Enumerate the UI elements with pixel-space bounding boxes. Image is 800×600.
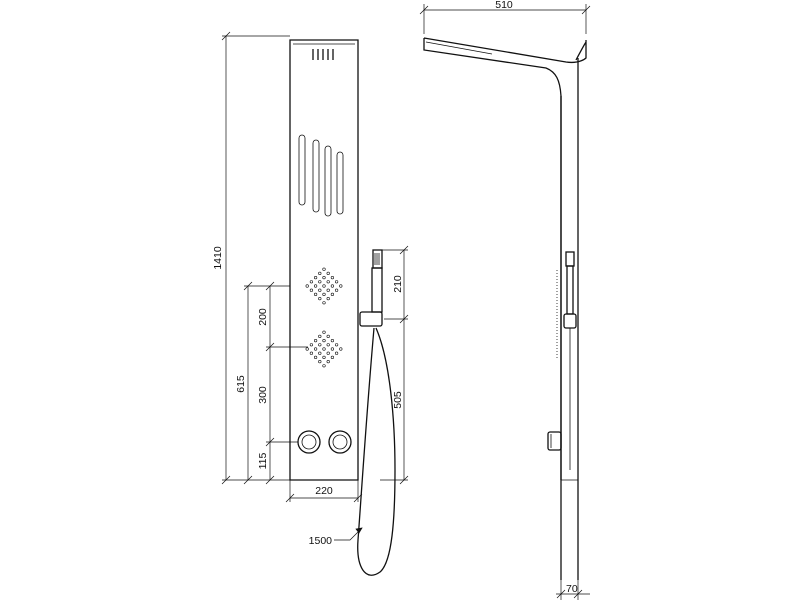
jet-nozzle-dot bbox=[326, 271, 330, 276]
jet-nozzle-dot bbox=[322, 355, 326, 360]
dim-300: 300 bbox=[257, 386, 269, 404]
dim-70: 70 bbox=[566, 583, 578, 595]
hand-shower-holder-icon bbox=[359, 249, 383, 327]
shower-hose bbox=[357, 327, 396, 576]
jet-nozzle-dot bbox=[339, 284, 343, 288]
jet-nozzle-dot bbox=[314, 276, 318, 280]
jet-nozzle-dot bbox=[335, 288, 339, 292]
dim-115: 115 bbox=[257, 452, 269, 469]
jet-nozzle-dot bbox=[330, 355, 335, 360]
side-view bbox=[423, 37, 587, 580]
jet-nozzle-dot bbox=[322, 292, 326, 297]
jet-nozzle-dot bbox=[326, 343, 330, 347]
body-jet-upper-icon bbox=[305, 267, 343, 305]
rain-arm-outline bbox=[423, 37, 587, 480]
body-jet-lower-icon bbox=[305, 330, 343, 368]
jet-nozzle-dot bbox=[309, 351, 314, 355]
side-control-knob-icon bbox=[547, 431, 562, 451]
panel-front-outline bbox=[289, 39, 359, 481]
dim-220: 220 bbox=[315, 485, 333, 497]
dim-505: 505 bbox=[392, 391, 404, 409]
jet-nozzle-dot bbox=[335, 343, 339, 347]
dim-1410: 1410 bbox=[212, 246, 224, 270]
rain-arm-head bbox=[425, 41, 493, 55]
jet-nozzle-dot bbox=[318, 271, 322, 276]
jet-nozzle-dot bbox=[318, 297, 322, 301]
dim-1500: 1500 bbox=[309, 535, 333, 547]
jet-nozzle-dot bbox=[335, 280, 339, 284]
jet-nozzle-dot bbox=[314, 292, 318, 297]
jet-nozzle-dot bbox=[309, 343, 314, 347]
jet-nozzle-dot bbox=[330, 347, 335, 351]
jet-nozzle-dot bbox=[326, 288, 330, 292]
jet-nozzle-dot bbox=[314, 347, 318, 351]
jet-nozzle-dot bbox=[330, 276, 335, 280]
jet-nozzle-dot bbox=[322, 339, 326, 343]
control-knob-left-icon bbox=[297, 430, 321, 454]
jet-nozzle-dot bbox=[318, 288, 322, 292]
jet-nozzle-dot bbox=[305, 347, 309, 351]
jet-nozzle-dot bbox=[314, 355, 318, 360]
rain-shower-vent-icon bbox=[312, 49, 334, 60]
jet-nozzle-dot bbox=[322, 364, 326, 368]
jet-nozzle-dot bbox=[322, 330, 326, 334]
dim-210: 210 bbox=[392, 275, 404, 293]
jet-nozzle-dot bbox=[314, 284, 318, 288]
jet-nozzle-dot bbox=[330, 339, 335, 343]
jet-nozzle-dot bbox=[322, 276, 326, 280]
jet-nozzle-dot bbox=[326, 297, 330, 301]
jet-nozzle-dot bbox=[326, 334, 330, 339]
jet-nozzle-dot bbox=[318, 343, 322, 347]
jet-nozzle-dot bbox=[322, 347, 326, 351]
jet-nozzle-dot bbox=[318, 280, 322, 284]
dim-510: 510 bbox=[495, 0, 513, 11]
jet-nozzle-dot bbox=[318, 360, 322, 364]
jet-nozzle-dot bbox=[335, 351, 339, 355]
jet-nozzle-dot bbox=[322, 284, 326, 288]
waterfall-outlet-slots bbox=[298, 134, 344, 217]
jet-nozzle-dot bbox=[309, 288, 314, 292]
jet-nozzle-dot bbox=[330, 292, 335, 297]
dimension-lines-side bbox=[419, 4, 591, 600]
jet-nozzle-dot bbox=[314, 339, 318, 343]
jet-nozzle-dot bbox=[326, 280, 330, 284]
jet-nozzle-dot bbox=[322, 267, 326, 271]
jet-nozzle-dot bbox=[318, 334, 322, 339]
front-view bbox=[289, 39, 396, 576]
jet-nozzle-dot bbox=[309, 280, 314, 284]
jet-nozzle-dot bbox=[326, 360, 330, 364]
jet-nozzle-dot bbox=[305, 284, 309, 288]
dim-200: 200 bbox=[257, 308, 269, 326]
jet-nozzle-dot bbox=[339, 347, 343, 351]
dimension-lines-front bbox=[221, 31, 409, 541]
control-knob-right-icon bbox=[328, 430, 352, 454]
jet-nozzle-dot bbox=[322, 301, 326, 305]
dim-615: 615 bbox=[235, 375, 247, 393]
jet-nozzle-dot bbox=[330, 284, 335, 288]
side-hand-shower-icon bbox=[563, 251, 577, 470]
jet-nozzle-dot bbox=[318, 351, 322, 355]
jet-nozzle-dot bbox=[326, 351, 330, 355]
